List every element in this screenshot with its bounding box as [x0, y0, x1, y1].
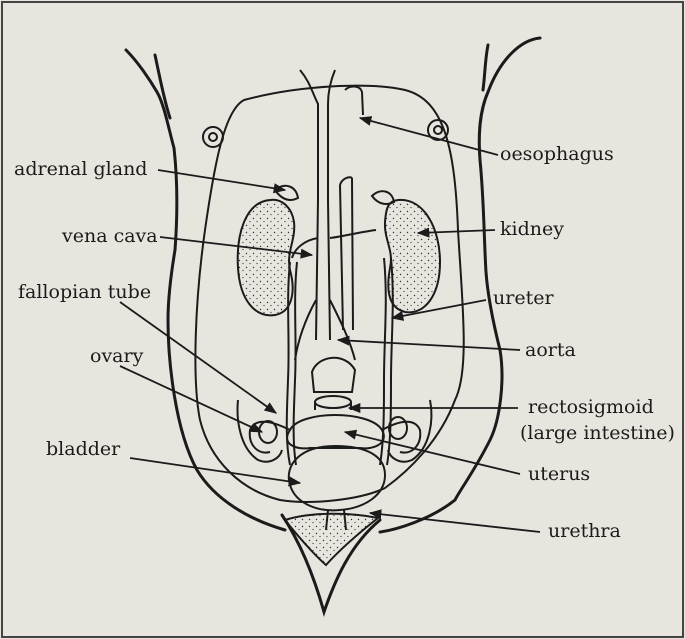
adrenal-glands: [275, 186, 394, 204]
label-ovary: ovary: [90, 347, 143, 366]
label-aorta: aorta: [525, 341, 576, 360]
leader-ovary: [120, 366, 262, 432]
ovaries: [259, 417, 407, 443]
label-urethra: urethra: [548, 522, 621, 541]
leader-fallopian-tube: [120, 302, 276, 413]
rectosigmoid-shape: [312, 358, 355, 410]
leader-bladder: [130, 458, 300, 483]
label-vena-cava: vena cava: [62, 227, 158, 246]
label-uterus: uterus: [528, 465, 590, 484]
leader-oesophagus: [360, 118, 498, 155]
label-rectosigmoid: rectosigmoid: [528, 398, 654, 417]
label-fallopian-tube: fallopian tube: [18, 283, 151, 302]
label-adrenal-gland: adrenal gland: [14, 160, 147, 179]
great-vessels: [292, 177, 376, 360]
label-large-intestine: (large intestine): [520, 424, 675, 443]
oesophagus-shape: [300, 70, 363, 200]
kidney-left: [238, 200, 295, 316]
leader-aorta: [338, 340, 520, 350]
label-ureter: ureter: [493, 289, 554, 308]
urethra-region: [285, 514, 378, 565]
label-oesophagus: oesophagus: [500, 145, 614, 164]
breast-icons: [203, 120, 448, 147]
label-bladder: bladder: [46, 440, 120, 459]
uterus-shape: [238, 400, 432, 462]
ureters: [287, 258, 393, 465]
label-kidney: kidney: [500, 220, 564, 239]
